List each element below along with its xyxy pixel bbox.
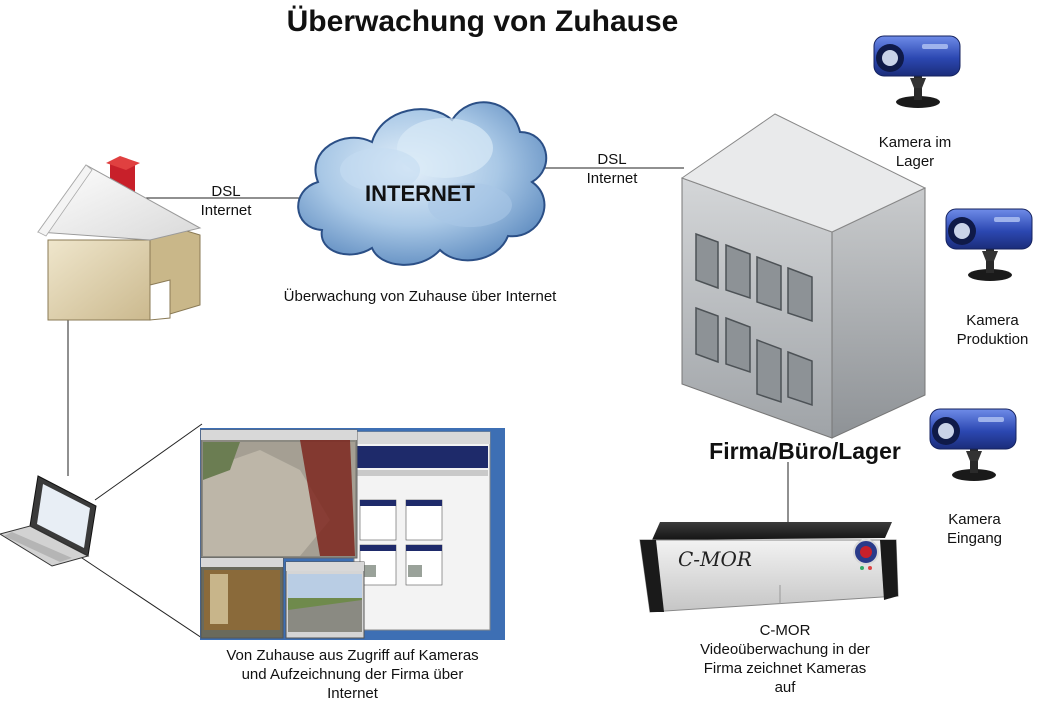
camera-produktion-line1: Kamera bbox=[966, 312, 1019, 329]
dsl-right-line2: Internet bbox=[586, 170, 638, 187]
line-laptop-to-screens-top bbox=[94, 423, 203, 501]
camera-produktion-icon bbox=[945, 208, 1033, 281]
dsl-left-label: DSL Internet bbox=[196, 182, 256, 220]
camera-lager-icon bbox=[873, 35, 961, 108]
cloud-caption: Überwachung von Zuhause über Internet bbox=[283, 288, 557, 305]
internet-label: INTERNET bbox=[365, 181, 476, 206]
dvr-caption-line2: Videoüberwachung in der bbox=[700, 641, 870, 658]
dsl-left-line1: DSL bbox=[211, 183, 241, 200]
laptop-icon bbox=[0, 475, 97, 567]
screens-caption-line3: Internet bbox=[327, 685, 378, 702]
camera-lager-line1: Kamera im bbox=[878, 134, 952, 151]
camera-eingang-label: Kamera Eingang bbox=[922, 510, 1027, 548]
screens-caption-line1: Von Zuhause aus Zugriff auf Kameras bbox=[226, 647, 479, 664]
camera-produktion-label: Kamera Produktion bbox=[940, 311, 1045, 349]
building-label: Firma/Büro/Lager bbox=[709, 438, 901, 464]
dsl-right-line1: DSL bbox=[597, 151, 627, 168]
line-laptop-to-screens-bottom bbox=[69, 549, 203, 639]
screens-caption: Von Zuhause aus Zugriff auf Kameras und … bbox=[200, 646, 505, 703]
dsl-right-label: DSL Internet bbox=[582, 150, 642, 188]
dvr-caption: C-MOR Videoüberwachung in der Firma zeic… bbox=[670, 621, 900, 697]
camera-lager-label: Kamera im Lager bbox=[860, 133, 970, 171]
office-building bbox=[680, 113, 927, 439]
camera-eingang-icon bbox=[929, 408, 1017, 481]
connection-lines bbox=[67, 167, 789, 639]
screens-caption-line2: und Aufzeichnung der Firma über bbox=[241, 666, 464, 683]
dvr-caption-line4: auf bbox=[774, 679, 796, 696]
dvr-caption-line3: Firma zeichnet Kameras bbox=[703, 660, 867, 677]
remote-screens bbox=[200, 428, 505, 640]
camera-lager-line2: Lager bbox=[895, 153, 935, 170]
dsl-left-line2: Internet bbox=[200, 202, 252, 219]
camera-eingang-line1: Kamera bbox=[948, 511, 1001, 528]
dvr-caption-line1: C-MOR bbox=[759, 622, 811, 639]
internet-cloud bbox=[297, 101, 548, 266]
dvr-brand-label: C-MOR bbox=[678, 547, 752, 571]
camera-eingang-line2: Eingang bbox=[946, 530, 1003, 547]
camera-produktion-line2: Produktion bbox=[956, 331, 1029, 348]
cmor-recorder-icon: C-MOR bbox=[639, 522, 899, 613]
page-title: Überwachung von Zuhause bbox=[286, 5, 679, 38]
house-illustration bbox=[37, 156, 202, 321]
